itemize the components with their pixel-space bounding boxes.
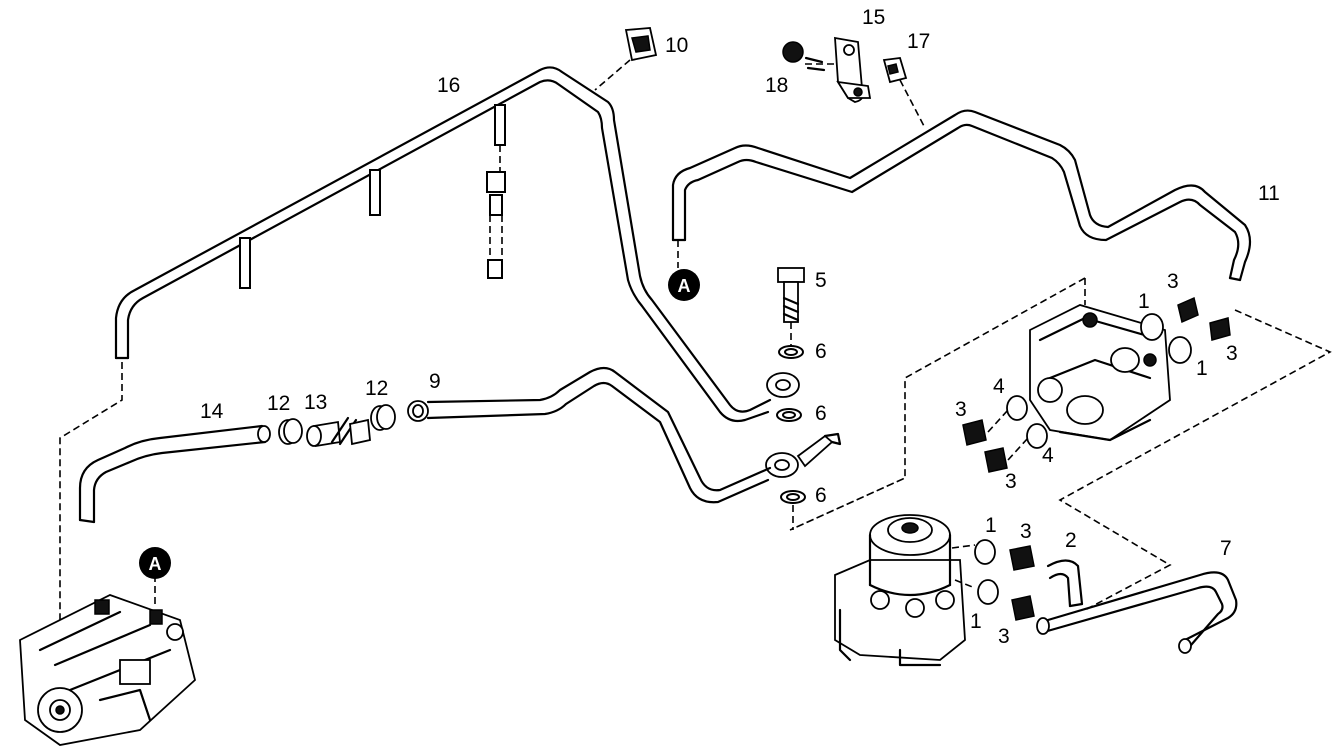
- injector-detail: [486, 145, 506, 279]
- part-6-washers: [776, 345, 806, 530]
- label-16: 16: [437, 74, 460, 97]
- label-17: 17: [907, 30, 930, 53]
- part-10-clip: [594, 27, 658, 91]
- label-5: 5: [815, 269, 827, 292]
- leader-filter-right: [1058, 309, 1332, 611]
- label-3a: 3: [1167, 270, 1179, 293]
- label-3c: 3: [955, 398, 967, 421]
- label-3d: 3: [1005, 470, 1017, 493]
- part-9-pipe: [407, 366, 772, 504]
- injection-pump: [19, 575, 197, 746]
- label-3f: 3: [998, 625, 1010, 648]
- filter-head: [1029, 304, 1171, 442]
- label-4b: 4: [1042, 444, 1054, 467]
- part-16-leak-off-pipe: [114, 66, 772, 423]
- label-6b: 6: [815, 402, 827, 425]
- label-3b: 3: [1226, 342, 1238, 365]
- part-12-clamps: [278, 404, 396, 445]
- svg-text:A: A: [678, 276, 691, 296]
- label-12b: 12: [365, 377, 388, 400]
- leader-16-to-pump: [59, 362, 123, 640]
- label-9: 9: [429, 370, 441, 393]
- marker-a-lower: A: [139, 547, 171, 579]
- leader-filter-left: [789, 277, 1086, 531]
- callout-labels: 10 15 17 18 16 11 5 6 6 6 3 1 3 1 4 3 4 …: [200, 6, 1280, 648]
- label-11: 11: [1258, 182, 1280, 205]
- label-1d: 1: [970, 610, 982, 633]
- label-10: 10: [665, 34, 688, 57]
- marker-a-upper: A: [668, 269, 700, 301]
- filter-fittings: [962, 296, 1231, 473]
- label-4a: 4: [993, 375, 1005, 398]
- svg-text:A: A: [149, 554, 162, 574]
- label-1b: 1: [1196, 357, 1208, 380]
- lift-pump-fittings: [974, 539, 1035, 621]
- label-12a: 12: [267, 392, 290, 415]
- lift-pump: [834, 514, 976, 667]
- part-14-hose: [78, 424, 271, 524]
- label-2: 2: [1065, 529, 1077, 552]
- label-7: 7: [1220, 537, 1232, 560]
- label-13: 13: [304, 391, 327, 414]
- part-2-elbow: [1046, 559, 1084, 608]
- label-1c: 1: [985, 514, 997, 537]
- label-6c: 6: [815, 484, 827, 507]
- label-14: 14: [200, 400, 224, 423]
- part-11-return-pipe: [671, 109, 1252, 282]
- part-15-17-18-bracket: [782, 36, 926, 129]
- label-18: 18: [765, 74, 788, 97]
- label-3e: 3: [1020, 520, 1032, 543]
- part-5-banjo-bolt: [777, 267, 805, 345]
- label-1a: 1: [1138, 290, 1150, 313]
- label-15: 15: [862, 6, 885, 29]
- label-6a: 6: [815, 340, 827, 363]
- banjo-fittings: [765, 372, 842, 478]
- part-13-hose: [306, 416, 371, 448]
- part-7-hose: [1036, 571, 1238, 654]
